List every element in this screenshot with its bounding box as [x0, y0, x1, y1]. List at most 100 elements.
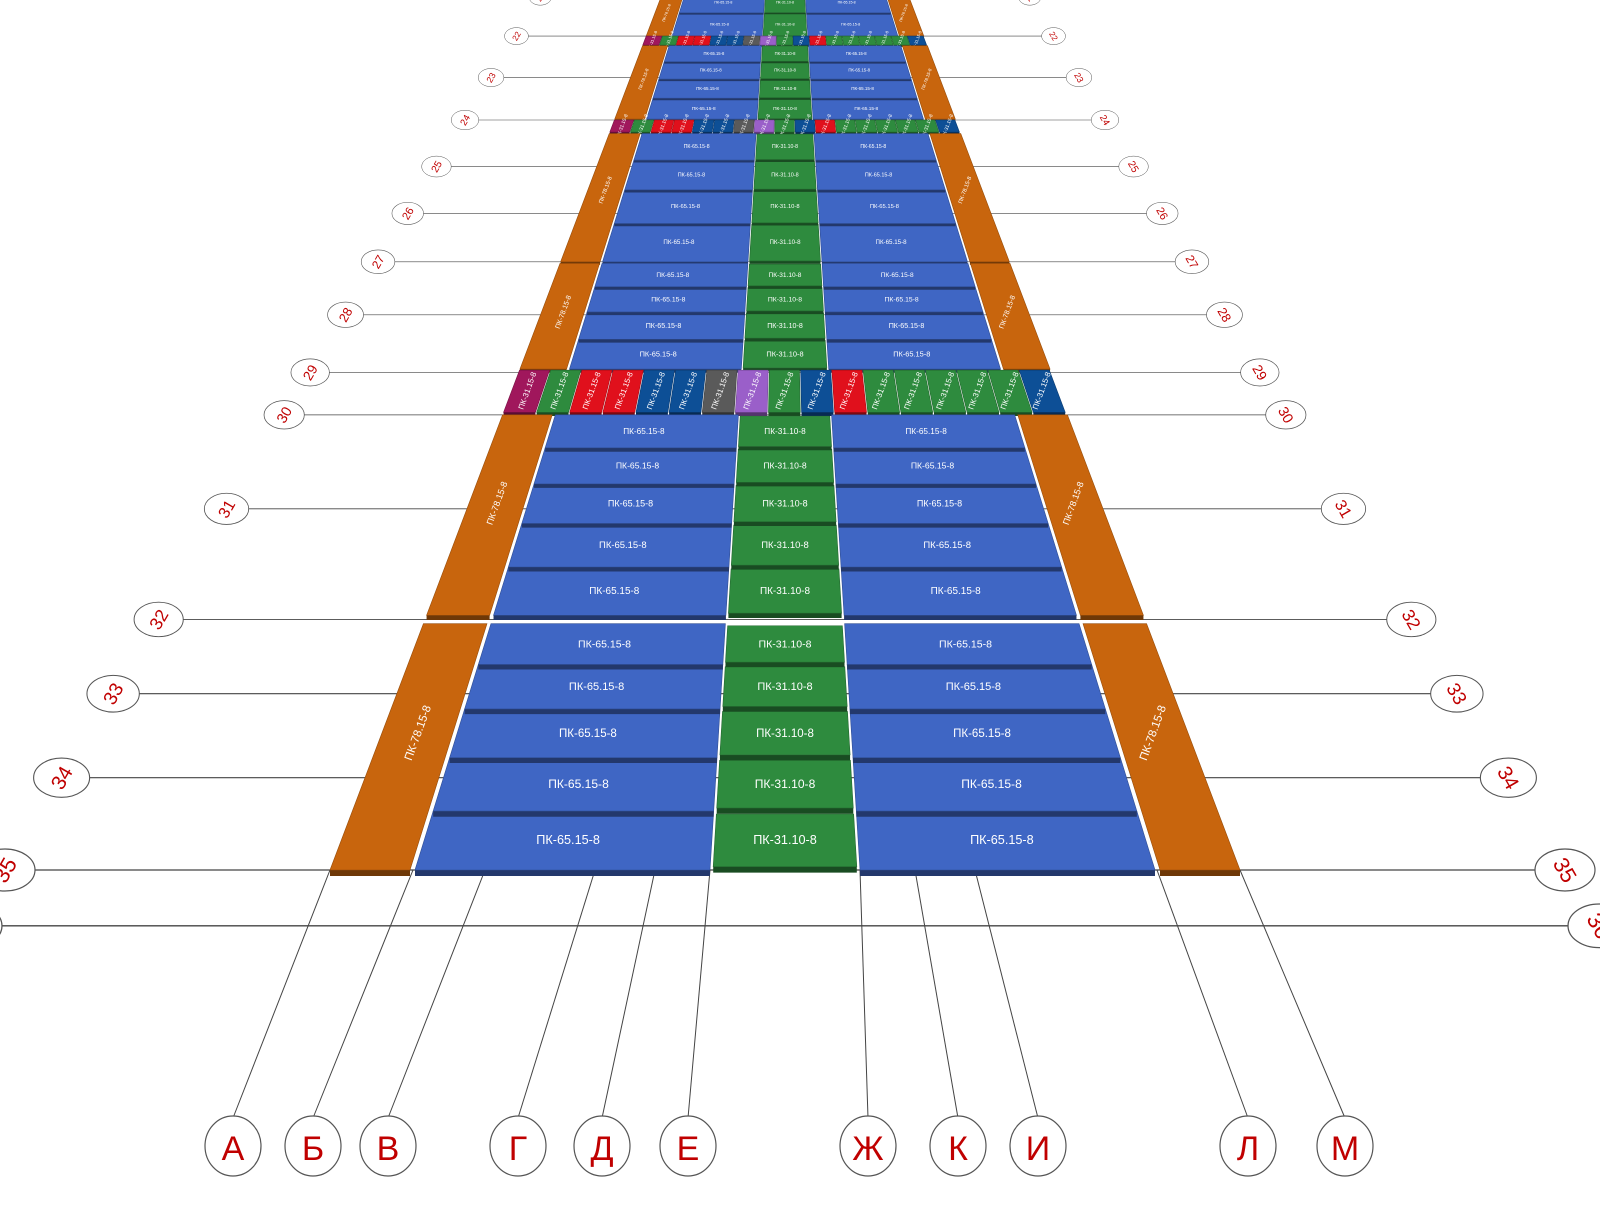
- slab-top: [602, 369, 644, 413]
- slab-label: ПК-31.15-8: [680, 29, 692, 50]
- column-axis-label: И: [1026, 1130, 1050, 1168]
- slab-edge: [449, 757, 718, 764]
- slab-edge: [809, 61, 906, 64]
- slab-label: ПК-65.15-8: [703, 51, 725, 56]
- slab-edge: [728, 613, 842, 618]
- column-axis-circle: [284, 1115, 342, 1177]
- slab-label: ПК-65.15-8: [970, 833, 1034, 847]
- slab-label: ПК-31.15-8: [762, 29, 774, 50]
- row-axis-bubble-left: 23: [477, 68, 505, 87]
- row-axis-circle: [1041, 27, 1066, 45]
- row-axis-label: 23: [1072, 71, 1086, 85]
- row-axis-label: 26: [1153, 206, 1170, 223]
- column-axis-circle: [929, 1115, 987, 1177]
- slab-top: [1017, 414, 1144, 616]
- row-axis-bubble-left: 30: [263, 400, 305, 430]
- slab-top: [722, 666, 848, 707]
- slab: ПК-31.15-8: [925, 369, 967, 416]
- row-axis-circle: [1146, 201, 1179, 225]
- slab-label: ПК-65.15-8: [536, 833, 600, 847]
- slab-top: [536, 369, 582, 413]
- slab: ПК-65.15-8: [658, 61, 761, 82]
- slab-label: ПК-65.15-8: [684, 144, 710, 150]
- slab-top: [503, 369, 551, 413]
- slab-label: ПК-65.15-8: [917, 498, 962, 508]
- column-axis-label: Д: [590, 1130, 613, 1168]
- slab: ПК-31.10-8: [728, 568, 842, 618]
- slab: ПК-65.15-8: [840, 566, 1077, 621]
- row-axis-label: 26: [400, 206, 417, 223]
- slab-edge: [614, 223, 751, 227]
- slab-edge: [817, 189, 946, 193]
- row-axis-circle: [327, 301, 364, 328]
- slab: ПК-31.15-8: [890, 29, 911, 51]
- slab: ПК-65.15-8: [652, 78, 760, 101]
- row-axis-circle: [1265, 400, 1307, 430]
- slab-top: [730, 524, 840, 566]
- row-axis-circle: [1019, 0, 1041, 6]
- slab-top: [691, 119, 715, 133]
- slab: ПК-65.15-8: [855, 810, 1156, 876]
- slab: ПК-65.15-8: [578, 311, 746, 343]
- slab-edge: [815, 160, 937, 163]
- slab-label: ПК-31.10-8: [774, 68, 796, 73]
- row-axis-bubble-right: 23: [1065, 68, 1093, 87]
- row-axis-label: 25: [430, 159, 445, 175]
- slab-top: [609, 119, 635, 133]
- slab-edge: [811, 98, 918, 101]
- slab-top: [755, 133, 815, 160]
- row-axis-circle: [203, 492, 250, 525]
- column-axis-circle: [839, 1115, 897, 1177]
- slab-label: ПК-65.15-8: [923, 540, 971, 551]
- slab-top: [712, 119, 735, 133]
- slab-edge: [658, 79, 760, 82]
- row-axis-circle: [391, 201, 424, 225]
- slab: ПК-65.15-8: [846, 664, 1106, 715]
- slab-label: ПК-31.10-8: [773, 106, 797, 112]
- row-axis-circle: [529, 0, 551, 6]
- slab-top: [747, 263, 823, 287]
- row-axis-bubble-right: 26: [1146, 201, 1179, 225]
- slab-label: ПК-31.15-8: [795, 29, 807, 50]
- slab-label: ПК-65.15-8: [656, 272, 689, 279]
- slab-top: [678, 0, 765, 14]
- slab-edge: [733, 521, 837, 526]
- slab: ПК-31.10-8: [719, 711, 851, 761]
- row-axis-bubble-left: 33: [86, 674, 140, 713]
- row-axis-circle: [1206, 301, 1243, 328]
- slab: ПК-31.10-8: [759, 79, 811, 100]
- row-axis-label: 21: [1024, 0, 1036, 3]
- slab: ПК-65.15-8: [602, 223, 751, 265]
- slab-label: ПК-65.15-8: [710, 22, 729, 26]
- slab: ПК-65.15-8: [815, 159, 946, 193]
- slab-top: [735, 369, 769, 413]
- slab-label: ПК-65.15-8: [846, 51, 868, 56]
- slab-label: ПК-31.10-8: [767, 322, 803, 330]
- slab-label: ПК-65.15-8: [616, 460, 659, 470]
- slab: ПК-65.15-8: [819, 223, 968, 265]
- slab-edge: [751, 222, 819, 226]
- slab-edge: [826, 339, 992, 343]
- slab-edge: [594, 286, 747, 290]
- slab-edge: [722, 706, 848, 712]
- slab-label: ПК-31.15-8: [696, 29, 708, 50]
- slab-top: [759, 79, 811, 99]
- row-axis-circle: [263, 400, 305, 430]
- slab-edge: [415, 870, 710, 876]
- row-axis-bubble-left: 25: [421, 155, 452, 178]
- row-axis-circle: [33, 757, 91, 798]
- slab-top: [808, 45, 907, 62]
- row-axis-circle: [0, 916, 3, 935]
- slab-edge: [746, 310, 824, 315]
- slab-top: [895, 119, 919, 133]
- slab: ПК-65.15-8: [449, 708, 721, 764]
- column-axis-line: [974, 869, 1039, 1119]
- row-axis-circle: [1534, 848, 1596, 892]
- slab-label: ПК-31.15-8: [861, 29, 873, 50]
- slab-top: [792, 35, 810, 46]
- slab: ПК-65.15-8: [464, 664, 724, 715]
- slab: ПК-31.10-8: [730, 524, 840, 570]
- slab-edge: [835, 483, 1036, 488]
- slab: ПК-65.15-8: [533, 447, 737, 488]
